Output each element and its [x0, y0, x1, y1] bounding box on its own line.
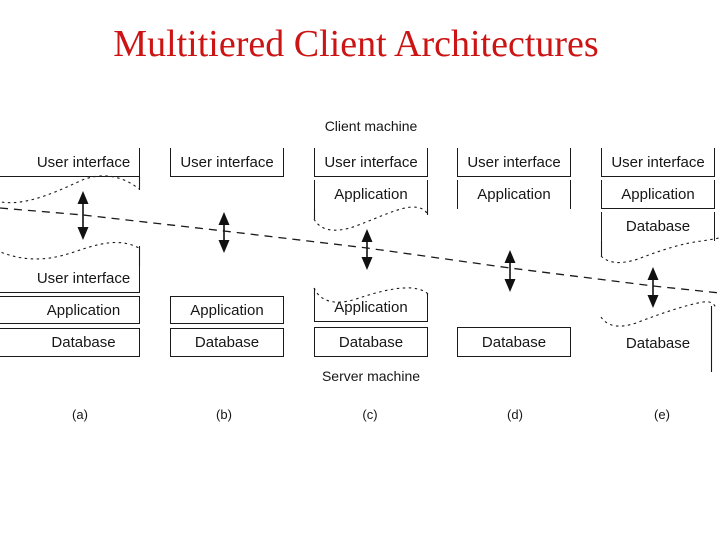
- layer-box-c-server-application: Application: [314, 294, 428, 322]
- layer-box-a-server-user-interface: User interface: [0, 264, 140, 293]
- layer-box-e-client-user-interface: User interface: [601, 148, 715, 177]
- server-machine-label: Server machine: [321, 368, 421, 384]
- column-caption-e: (e): [654, 407, 670, 422]
- layer-box-e-client-application: Application: [601, 180, 715, 209]
- torn-edge-a-client: [0, 175, 140, 204]
- layer-box-c-client-application: Application: [314, 180, 428, 209]
- layer-box-e-client-database: Database: [601, 212, 715, 241]
- column-caption-d: (d): [507, 407, 523, 422]
- layer-box-a-server-database: Database: [0, 328, 140, 357]
- page-title: Multitiered Client Architectures: [113, 23, 599, 65]
- layer-box-b-server-application: Application: [170, 296, 284, 324]
- updown-arrow-e: [647, 267, 659, 308]
- torn-edge-e-server: [600, 301, 717, 327]
- column-caption-c: (c): [362, 407, 378, 422]
- torn-edge-c-client: [313, 206, 429, 231]
- updown-arrow-d: [504, 250, 516, 292]
- column-caption-b: (b): [216, 407, 232, 422]
- layer-box-c-server-database: Database: [314, 327, 428, 357]
- layer-box-a-client-user-interface: User interface: [0, 148, 140, 177]
- client-machine-label: Client machine: [324, 118, 418, 134]
- layer-box-a-server-application: Application: [0, 296, 140, 324]
- column-caption-a: (a): [72, 407, 88, 422]
- layer-box-c-client-user-interface: User interface: [314, 148, 428, 177]
- torn-edge-e-client: [600, 237, 720, 264]
- layer-box-d-client-user-interface: User interface: [457, 148, 571, 177]
- updown-arrow-c: [361, 229, 373, 270]
- updown-arrow-b: [218, 212, 230, 253]
- updown-arrow-a: [77, 191, 89, 240]
- layer-box-b-server-database: Database: [170, 328, 284, 357]
- layer-box-b-client-user-interface: User interface: [170, 148, 284, 177]
- layer-box-d-client-application: Application: [457, 180, 571, 209]
- torn-edge-a-server: [0, 242, 140, 260]
- layer-box-e-server-database: Database: [625, 334, 691, 352]
- layer-box-d-server-database: Database: [457, 327, 571, 357]
